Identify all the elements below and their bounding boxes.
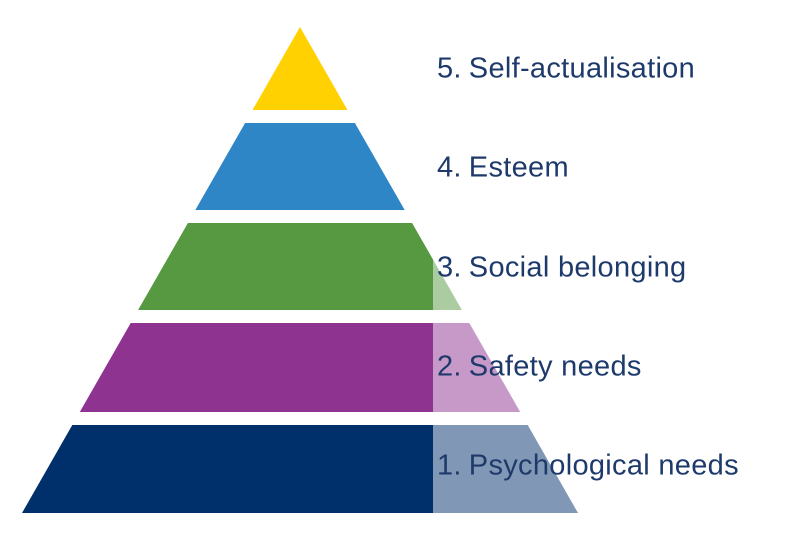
level-3-number: 3.	[437, 251, 462, 284]
level-2-number: 2.	[437, 350, 462, 383]
pyramid-level-4	[195, 123, 405, 210]
level-3-name: Social belonging	[468, 251, 687, 284]
right-fade-overlay	[433, 0, 800, 541]
label-safety-needs: 2. Safety needs	[437, 350, 642, 383]
pyramid-level-2	[79, 323, 521, 412]
label-social-belonging: 3. Social belonging	[437, 251, 687, 284]
level-1-name: Psychological needs	[468, 449, 739, 482]
label-self-actualisation: 5. Self-actualisation	[437, 52, 696, 85]
level-5-number: 5.	[437, 52, 462, 85]
pyramid-level-3	[138, 223, 462, 310]
pyramid-levels	[22, 27, 578, 513]
level-4-name: Esteem	[468, 151, 569, 184]
label-esteem: 4. Esteem	[437, 151, 569, 184]
level-2-name: Safety needs	[468, 350, 642, 383]
level-1-number: 1.	[437, 449, 462, 482]
label-psychological-needs: 1. Psychological needs	[437, 449, 739, 482]
level-4-number: 4.	[437, 151, 462, 184]
level-5-name: Self-actualisation	[468, 52, 696, 85]
pyramid-level-5	[252, 27, 348, 110]
